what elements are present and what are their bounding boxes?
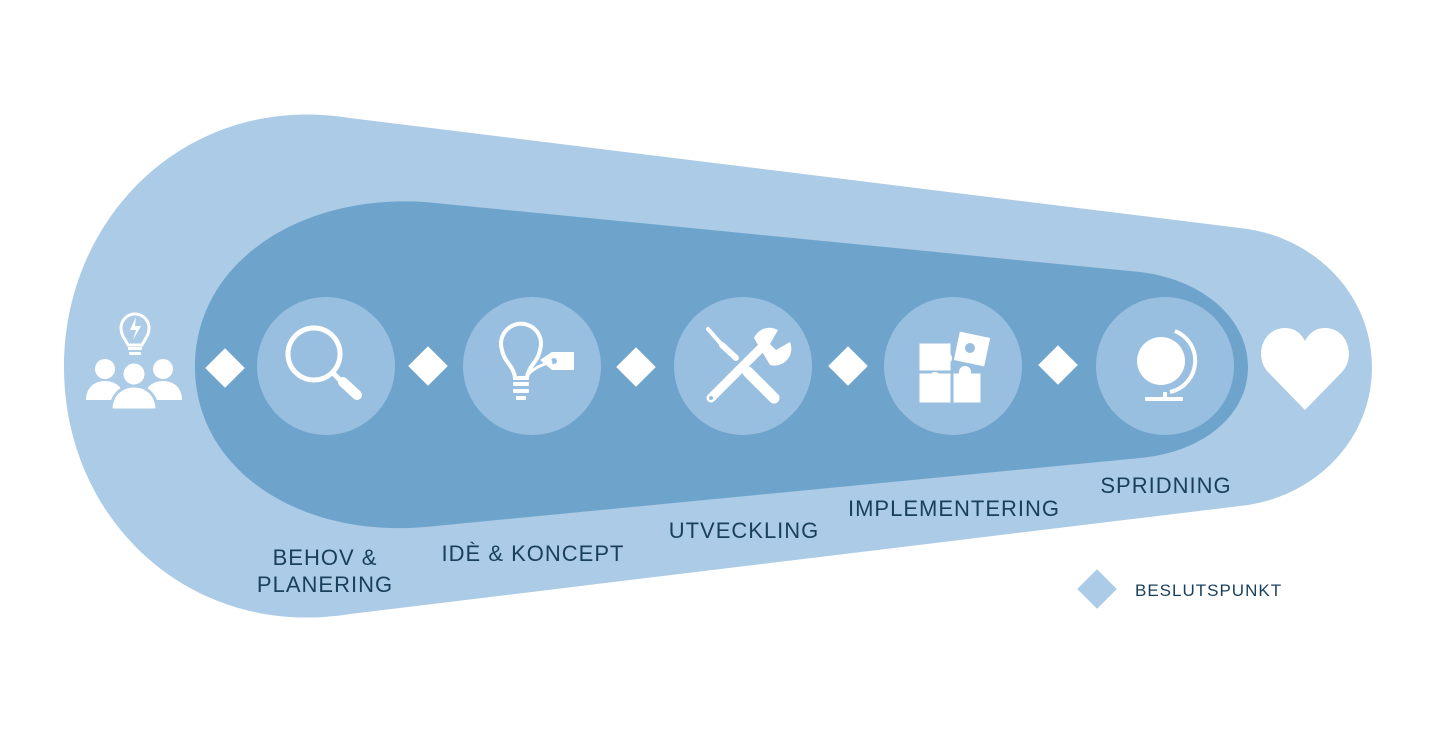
stage-label-implementering: IMPLEMENTERING xyxy=(848,496,1060,521)
decision-diamond-icon xyxy=(616,347,656,387)
puzzle-icon xyxy=(916,328,994,406)
stage-label-spridning: SPRIDNING xyxy=(1100,473,1231,498)
tools-icon xyxy=(706,327,792,404)
magnifier-icon xyxy=(285,325,362,400)
decision-diamonds xyxy=(205,345,1078,388)
stage-circle xyxy=(257,297,395,435)
stage-label-behov-line2: PLANERING xyxy=(257,572,393,597)
stage-labels: BEHOV & PLANERING IDÈ & KONCEPT UTVECKLI… xyxy=(257,473,1231,597)
decision-diamond-icon xyxy=(828,346,868,386)
lightbulb-tag-icon xyxy=(499,321,574,400)
decision-diamond-icon xyxy=(1077,569,1117,609)
stage-label-behov-line1: BEHOV & xyxy=(273,545,378,570)
globe-icon xyxy=(1137,329,1198,401)
legend-label: BESLUTSPUNKT xyxy=(1135,581,1282,600)
stage-label-ide: IDÈ & KONCEPT xyxy=(442,541,625,566)
heart-icon xyxy=(1261,328,1349,410)
legend: BESLUTSPUNKT xyxy=(1077,569,1282,609)
people-idea-icon xyxy=(86,312,182,412)
decision-diamond-icon xyxy=(205,348,245,388)
decision-diamond-icon xyxy=(408,346,448,386)
stage-label-utveckling: UTVECKLING xyxy=(669,518,820,543)
